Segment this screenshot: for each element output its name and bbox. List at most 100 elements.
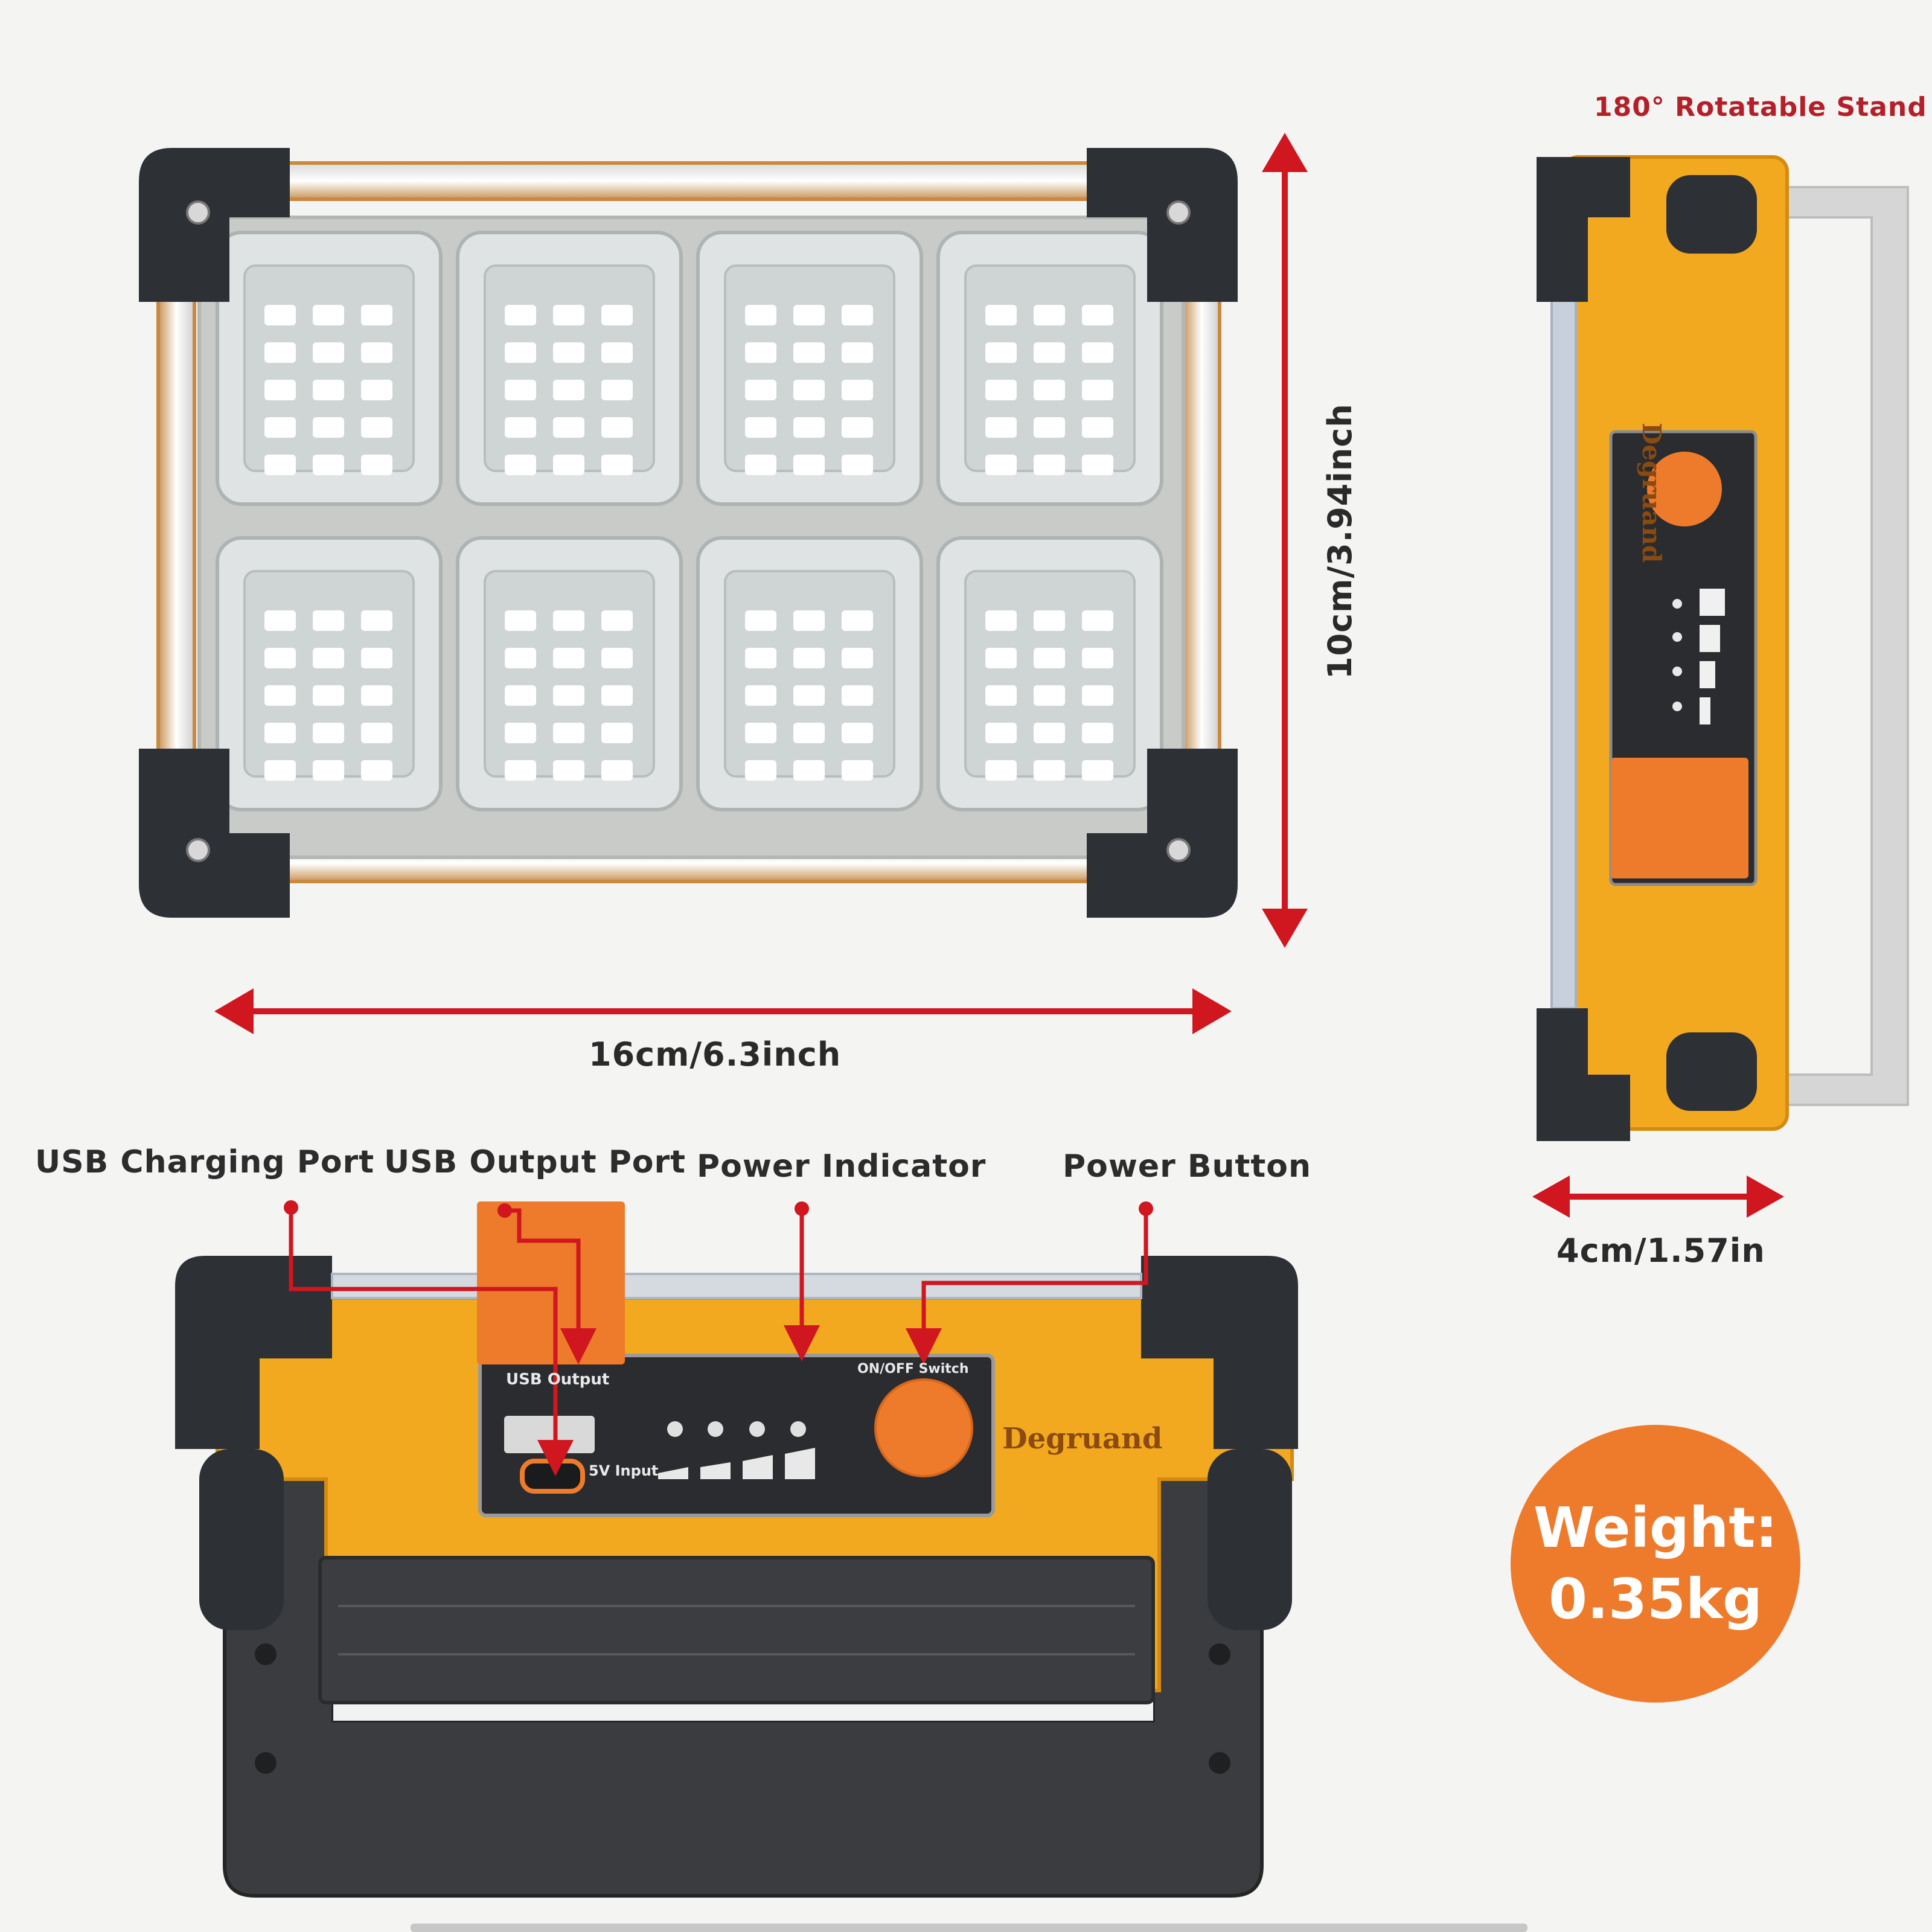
led-chip — [985, 648, 1017, 668]
led-chip — [985, 342, 1017, 363]
led-chip — [842, 380, 873, 400]
side-level-bar — [1700, 589, 1725, 616]
led-chip — [264, 455, 296, 475]
led-chip — [361, 380, 392, 400]
power-button-label: Power Button — [1063, 1148, 1312, 1185]
led-module-inner — [964, 570, 1136, 778]
led-chip — [264, 685, 296, 706]
side-indicator-dot — [1672, 632, 1682, 642]
usb-charging-port-label: USB Charging Port — [35, 1144, 375, 1180]
led-chip — [505, 648, 536, 668]
indicator-led-2 — [708, 1421, 723, 1437]
side-power-button — [1647, 452, 1722, 526]
width-arrow-head-right — [1192, 988, 1232, 1034]
led-chip — [264, 648, 296, 668]
led-chip — [361, 610, 392, 631]
led-chip — [361, 760, 392, 781]
side-level-bar — [1700, 661, 1715, 688]
led-chip — [553, 723, 584, 743]
on-off-print: ON/OFF Switch — [857, 1361, 969, 1377]
indicator-led-1 — [667, 1421, 683, 1437]
led-chip — [313, 342, 344, 363]
led-chip — [1034, 380, 1065, 400]
led-chip — [842, 648, 873, 668]
side-cap-bottom — [1537, 1008, 1630, 1141]
depth-arrow-head-right — [1747, 1176, 1784, 1218]
led-chip — [313, 305, 344, 325]
led-chip — [745, 380, 776, 400]
led-chip — [264, 305, 296, 325]
stand-hole — [255, 1752, 277, 1774]
callout-dot — [795, 1201, 809, 1216]
input-5v-print: 5V Input — [589, 1462, 659, 1479]
led-chip — [1034, 610, 1065, 631]
led-chip — [793, 648, 825, 668]
led-module-inner — [964, 264, 1136, 472]
side-level-bar — [1700, 625, 1720, 652]
screw — [186, 838, 210, 862]
led-chip — [1034, 685, 1065, 706]
usb-output-socket — [504, 1416, 595, 1453]
top-hinge-right — [1208, 1449, 1292, 1630]
led-chip — [361, 455, 392, 475]
depth-dimension-label: 4cm/1.57in — [1556, 1232, 1765, 1270]
stand-hole — [1209, 1752, 1230, 1774]
side-port-cover — [1611, 758, 1748, 878]
led-chip — [1034, 648, 1065, 668]
led-chip — [842, 455, 873, 475]
callout-arrow-head — [537, 1440, 574, 1476]
side-indicator-dot — [1672, 667, 1682, 676]
side-indicator-dot — [1672, 599, 1682, 609]
led-chip — [601, 760, 633, 781]
corner-top-right — [1087, 148, 1238, 302]
led-chip — [745, 610, 776, 631]
led-chip — [1082, 610, 1113, 631]
corner-bottom-left — [139, 749, 290, 918]
led-chip — [1034, 455, 1065, 475]
width-dimension-label: 16cm/6.3inch — [589, 1035, 842, 1073]
image-bottom-bar — [411, 1924, 1527, 1932]
led-chip — [361, 342, 392, 363]
led-chip — [553, 380, 584, 400]
corner-top-left — [139, 148, 290, 302]
usb-output-print: USB Output — [506, 1371, 610, 1389]
led-chip — [842, 723, 873, 743]
led-chip — [361, 685, 392, 706]
led-chip — [553, 417, 584, 438]
led-chip — [313, 685, 344, 706]
led-chip — [793, 455, 825, 475]
stand-hole — [1209, 1643, 1230, 1665]
led-chip — [793, 610, 825, 631]
led-chip — [1082, 305, 1113, 325]
led-chip — [793, 342, 825, 363]
screw — [1166, 838, 1191, 862]
led-chip — [793, 760, 825, 781]
callout-dot — [497, 1203, 512, 1218]
led-chip — [793, 380, 825, 400]
led-module-inner — [724, 264, 895, 472]
top-cap-left — [175, 1256, 332, 1449]
led-chip — [985, 417, 1017, 438]
led-module-inner — [243, 570, 415, 778]
led-chip — [601, 417, 633, 438]
power-button[interactable] — [874, 1378, 973, 1477]
led-chip — [505, 723, 536, 743]
rotatable-stand-title: 180° Rotatable Stand — [1594, 92, 1927, 123]
led-chip — [842, 342, 873, 363]
led-chip — [793, 417, 825, 438]
led-modules — [216, 231, 1163, 811]
top-rail-edge — [331, 1273, 1142, 1299]
control-panel — [478, 1354, 995, 1517]
led-chip — [745, 417, 776, 438]
led-chip — [553, 648, 584, 668]
led-chip — [601, 723, 633, 743]
led-chip — [553, 455, 584, 475]
solar-panel — [318, 1556, 1155, 1704]
led-chip — [985, 305, 1017, 325]
led-chip — [745, 342, 776, 363]
weight-badge: Weight: 0.35kg — [1511, 1425, 1800, 1703]
led-chip — [553, 610, 584, 631]
side-level-bar — [1700, 697, 1710, 724]
callout-arrow-head — [784, 1325, 820, 1361]
led-chip — [553, 760, 584, 781]
